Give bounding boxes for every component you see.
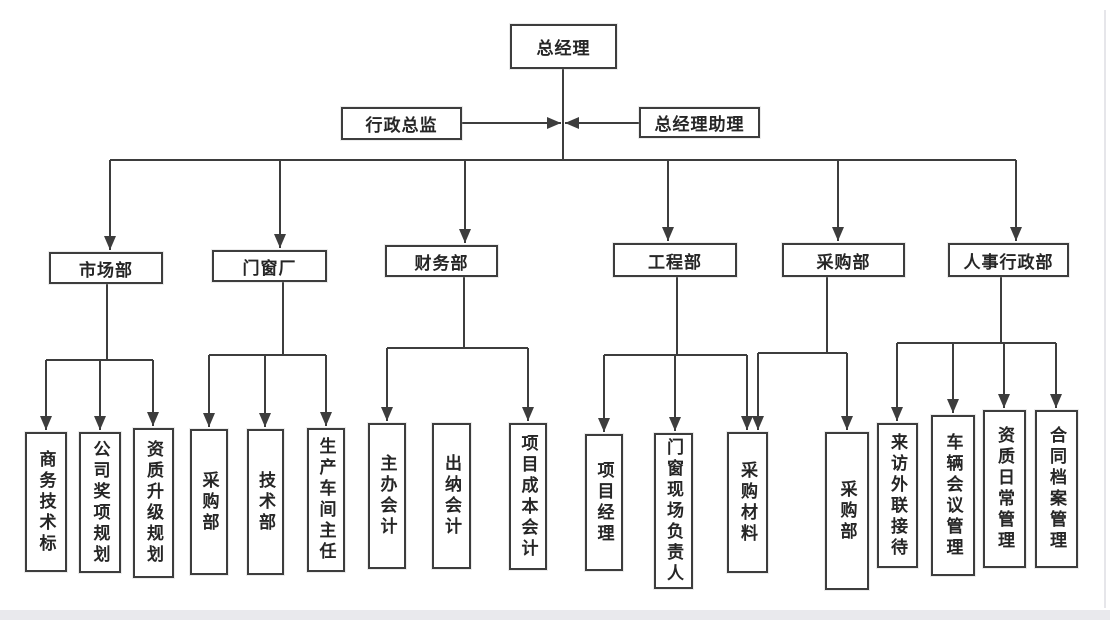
node-qualification-daily-mgmt: 资质日常管理 — [983, 410, 1026, 568]
node-visitor-reception: 来访外联接待 — [877, 423, 918, 568]
node-dept-hr-admin: 人事行政部 — [948, 243, 1069, 277]
node-gm-assistant: 总经理助理 — [639, 107, 760, 138]
node-factory-purchasing: 采购部 — [190, 429, 228, 575]
node-project-cost-accountant: 项目成本会计 — [509, 423, 547, 570]
node-dept-marketing: 市场部 — [49, 252, 163, 284]
node-dept-door-window-factory: 门窗厂 — [212, 250, 327, 282]
node-purchasing-sub-dept: 采购部 — [825, 432, 869, 590]
node-business-tech-bid: 商务技术标 — [25, 432, 67, 572]
node-project-manager: 项目经理 — [585, 434, 623, 571]
node-company-award-planning: 公司奖项规划 — [79, 432, 121, 573]
node-purchase-materials: 采购材料 — [727, 432, 768, 573]
node-chief-accountant: 主办会计 — [368, 423, 406, 569]
node-factory-tech-dept: 技术部 — [247, 429, 284, 575]
node-cashier-accountant: 出纳会计 — [432, 423, 471, 569]
node-dept-engineering: 工程部 — [613, 243, 737, 277]
node-workshop-director: 生产车间主任 — [307, 428, 345, 572]
node-general-manager: 总经理 — [510, 24, 617, 69]
node-dept-purchasing: 采购部 — [782, 243, 905, 277]
card-bottom-edge — [0, 610, 1110, 620]
node-contract-archive-mgmt: 合同档案管理 — [1035, 410, 1078, 568]
node-admin-director: 行政总监 — [341, 107, 462, 140]
node-dept-finance: 财务部 — [385, 245, 498, 277]
node-site-manager: 门窗现场负责人 — [654, 433, 693, 589]
card-right-edge — [1104, 10, 1106, 608]
node-qualification-upgrade-planning: 资质升级规划 — [133, 428, 174, 578]
node-vehicle-meeting-mgmt: 车辆会议管理 — [931, 415, 975, 576]
